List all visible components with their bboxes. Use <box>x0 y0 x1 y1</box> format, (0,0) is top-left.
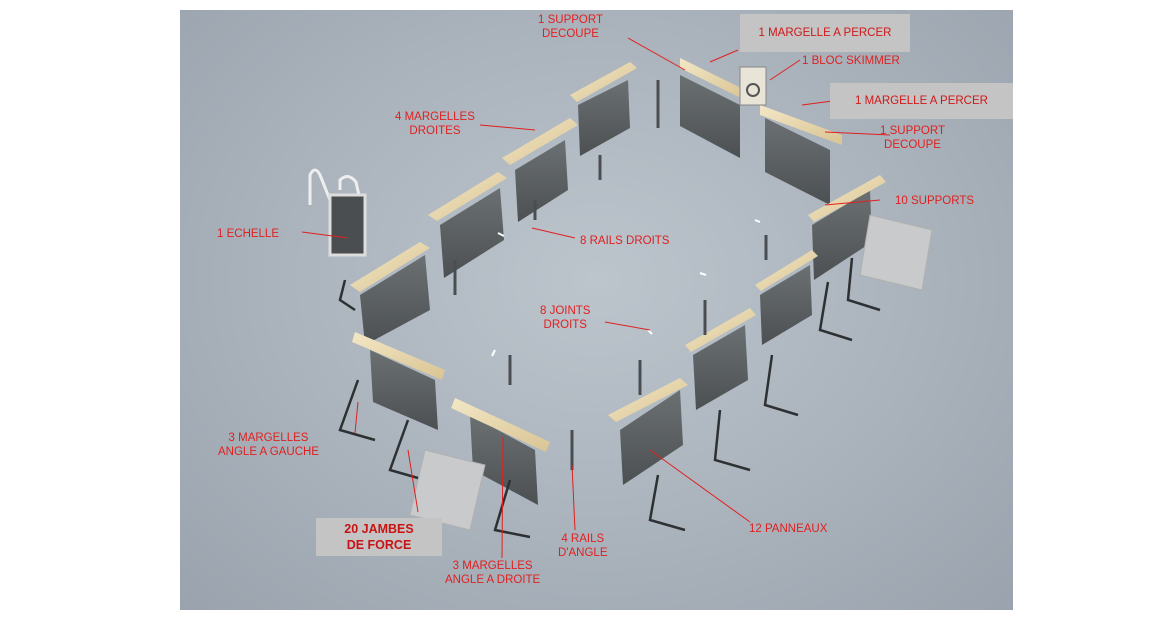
ladder <box>308 168 367 257</box>
label-line: ANGLE A GAUCHE <box>218 446 319 458</box>
skimmer-block <box>739 66 767 106</box>
label-text: 1 MARGELLE A PERCER <box>758 27 892 39</box>
label-margelle-a-percer-1: 1 MARGELLE A PERCER <box>740 14 910 52</box>
label-rails-droits: 8 RAILS DROITS <box>580 234 669 248</box>
label-text: 10 SUPPORTS <box>895 195 975 207</box>
label-margelle-a-percer-2: 1 MARGELLE A PERCER <box>830 83 1013 119</box>
label-support-decoupe-right: 1 SUPPORT DECOUPE <box>880 124 945 152</box>
label-line: 4 RAILS <box>561 533 605 545</box>
label-line: 4 MARGELLES <box>395 111 475 123</box>
rails <box>453 80 768 470</box>
label-margelles-angle-gauche: 3 MARGELLES ANGLE A GAUCHE <box>218 431 319 459</box>
label-margelles-angle-droite: 3 MARGELLES ANGLE A DROITE <box>445 559 540 587</box>
label-line: ANGLE A DROITE <box>445 574 541 586</box>
right-wall <box>608 175 886 485</box>
label-line: DECOUPE <box>542 28 599 40</box>
label-echelle: 1 ECHELLE <box>217 227 279 241</box>
label-line: 3 MARGELLES <box>452 560 533 572</box>
front-left-wall <box>352 332 550 505</box>
label-line: DE FORCE <box>346 538 412 552</box>
label-text: 1 BLOC SKIMMER <box>802 55 900 67</box>
label-text: 8 RAILS DROITS <box>580 235 670 247</box>
label-text: 1 MARGELLE A PERCER <box>855 95 988 107</box>
label-support-decoupe-top: 1 SUPPORT DECOUPE <box>538 13 603 41</box>
label-line: 1 SUPPORT <box>538 14 603 26</box>
label-line: DROITS <box>543 319 587 331</box>
label-jambes-de-force: 20 JAMBES DE FORCE <box>316 518 442 556</box>
label-line: 8 JOINTS <box>540 305 591 317</box>
label-line: 1 SUPPORT <box>880 125 945 137</box>
label-text: 1 ECHELLE <box>217 228 280 240</box>
label-text: 12 PANNEAUX <box>749 523 828 535</box>
back-left-wall <box>350 62 637 345</box>
pool-kit-diagram: 1 SUPPORT DECOUPE 1 MARGELLE A PERCER 1 … <box>180 10 1013 610</box>
label-supports: 10 SUPPORTS <box>895 194 974 208</box>
label-bloc-skimmer: 1 BLOC SKIMMER <box>802 54 900 68</box>
support-brackets <box>338 257 881 539</box>
back-right-wall <box>680 58 842 205</box>
label-rails-angle: 4 RAILS D'ANGLE <box>558 532 608 560</box>
label-line: D'ANGLE <box>558 547 608 559</box>
pool-illustration <box>301 37 933 559</box>
spare-panel-right <box>859 214 933 291</box>
leader-lines <box>301 37 891 559</box>
label-panneaux: 12 PANNEAUX <box>749 522 827 536</box>
label-line: 20 JAMBES <box>344 522 414 536</box>
label-line: DROITES <box>409 125 461 137</box>
label-margelles-droites: 4 MARGELLES DROITES <box>395 110 475 138</box>
label-line: 3 MARGELLES <box>228 432 309 444</box>
label-line: DECOUPE <box>884 139 941 151</box>
label-joints-droits: 8 JOINTS DROITS <box>540 304 590 332</box>
joints <box>491 219 761 357</box>
